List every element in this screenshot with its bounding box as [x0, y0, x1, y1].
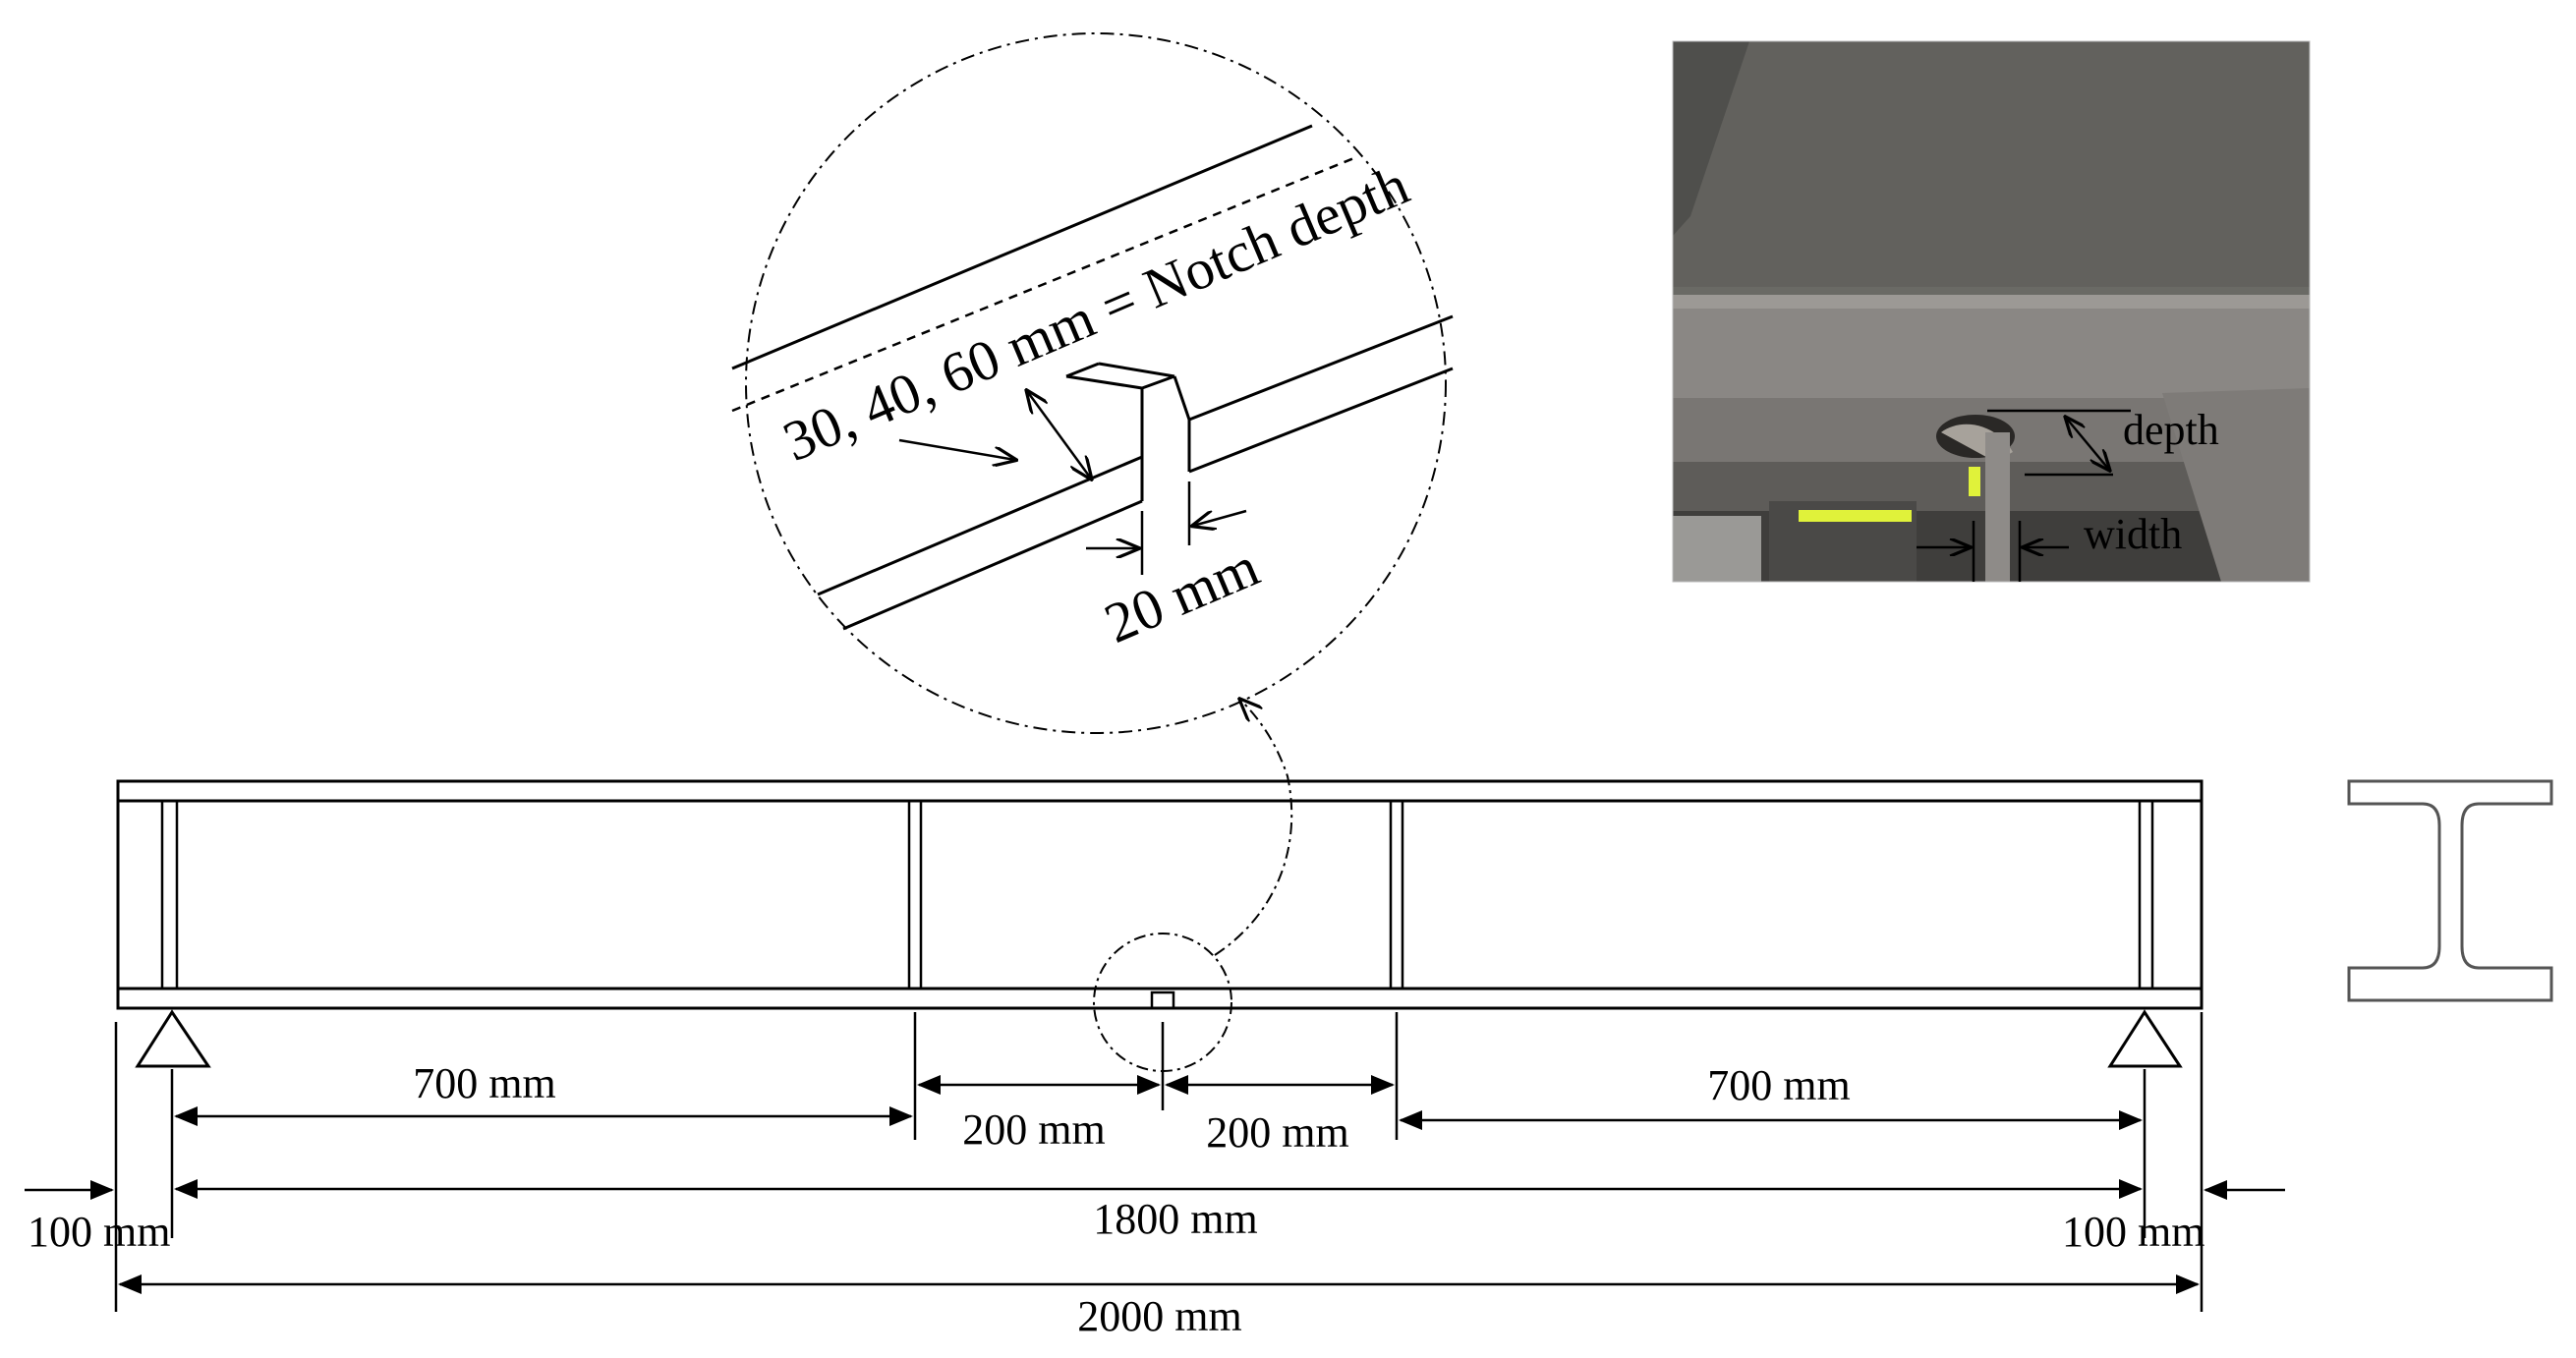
- dim-right-span: 700 mm: [1707, 1061, 1850, 1109]
- detail-leader: [1214, 700, 1293, 956]
- bottom-flange: [116, 987, 2204, 1010]
- dim-center-left: 200 mm: [962, 1105, 1105, 1154]
- notch-width-label: 20 mm: [1096, 535, 1268, 655]
- dim-right-overhang: 100 mm: [2062, 1208, 2204, 1256]
- notch: [1150, 990, 1175, 1008]
- notch-photo: depth width: [1672, 40, 2311, 583]
- detail-callout-circle: [1093, 933, 1232, 1072]
- supports: [135, 1009, 2183, 1068]
- dimension-labels: 700 mm 200 mm 200 mm 700 mm 1800 mm 100 …: [28, 1059, 2204, 1340]
- dim-left-span: 700 mm: [413, 1059, 555, 1107]
- stiffeners: [160, 801, 2154, 989]
- photo-width-label: width: [2084, 510, 2182, 558]
- extension-lines: [114, 1012, 2204, 1312]
- dim-support-span: 1800 mm: [1093, 1195, 1257, 1243]
- dim-left-overhang: 100 mm: [28, 1208, 170, 1256]
- top-flange: [116, 779, 2204, 803]
- right-support: [2107, 1009, 2183, 1068]
- i-beam-cross-section: [2347, 779, 2553, 1002]
- left-support: [135, 1009, 211, 1068]
- detail-circle: [745, 32, 1447, 734]
- dim-center-right: 200 mm: [1206, 1108, 1348, 1157]
- photo-depth-label: depth: [2123, 406, 2219, 454]
- notch-depth-label: 30, 40, 60 mm = Notch depth: [774, 152, 1418, 474]
- dim-total-length: 2000 mm: [1077, 1292, 1241, 1340]
- dimension-arrows: [25, 1075, 2285, 1294]
- notch-detail: 30, 40, 60 mm = Notch depth 20 mm: [731, 32, 1454, 734]
- beam-elevation: [116, 779, 2204, 1010]
